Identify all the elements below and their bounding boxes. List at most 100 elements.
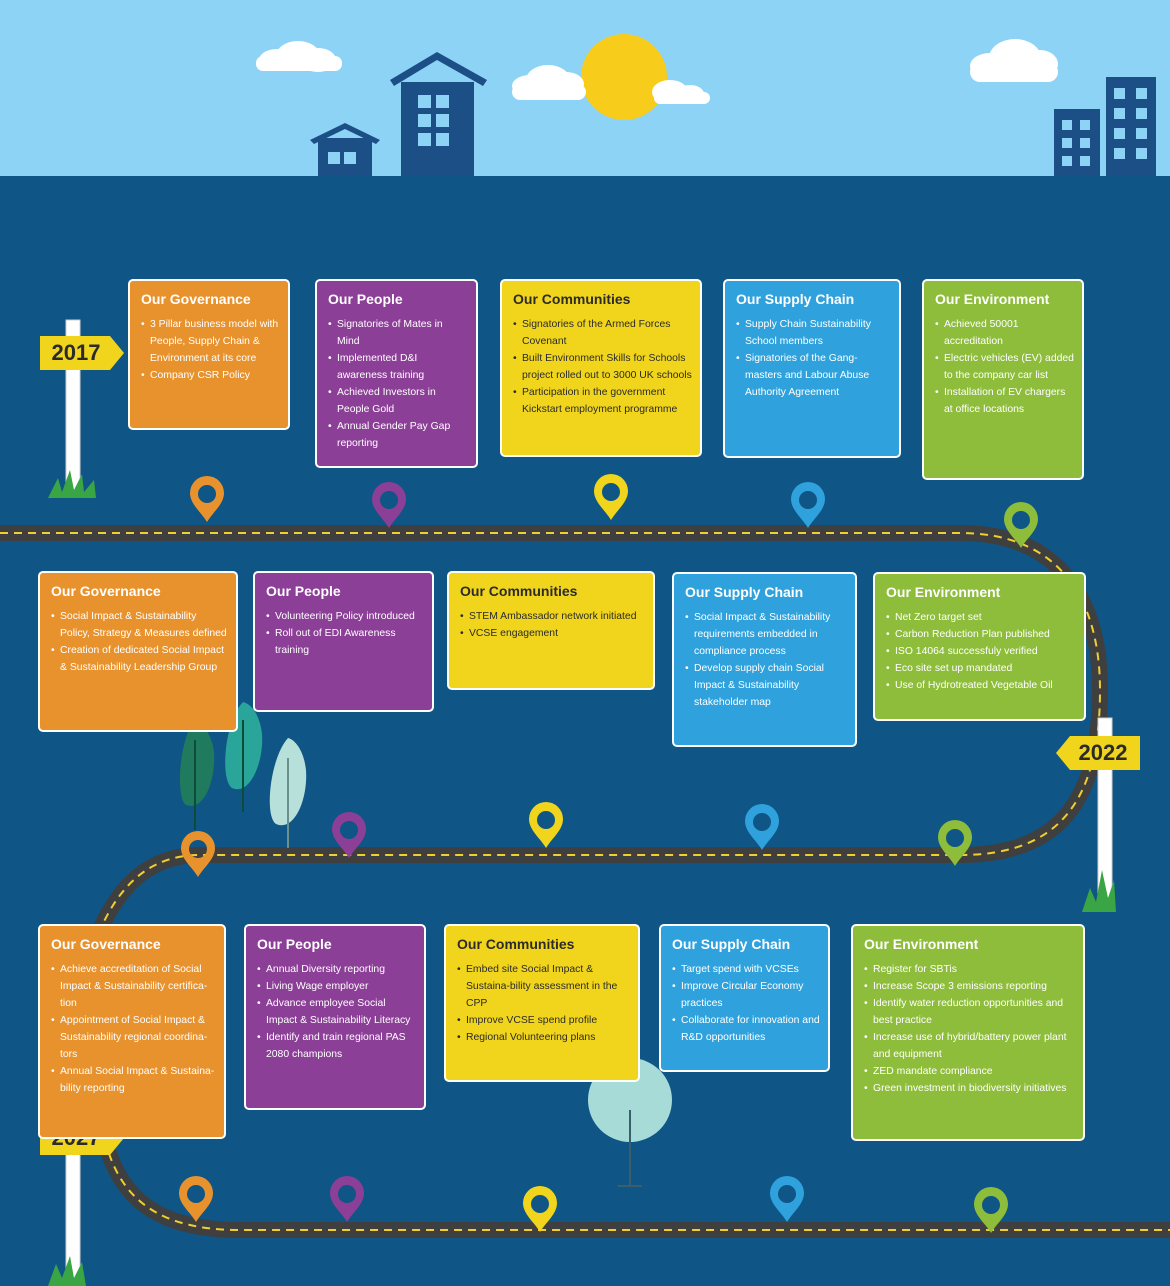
- location-pin-icon: [770, 1176, 804, 1222]
- office-building-icon: [1054, 109, 1100, 176]
- location-pin-icon: [372, 482, 406, 528]
- location-pin-icon: [529, 802, 563, 848]
- list-item: Achieved Investors in People Gold: [328, 384, 468, 418]
- list-item: STEM Ambassador network initiated: [460, 608, 645, 625]
- card-list: Signatories of the Armed Forces Covenant…: [513, 316, 692, 418]
- list-item: Increase Scope 3 emissions reporting: [864, 978, 1075, 995]
- card-list: STEM Ambassador network initiated VCSE e…: [460, 608, 645, 642]
- location-pin-icon: [594, 474, 628, 520]
- list-item: ZED mandate compliance: [864, 1063, 1075, 1080]
- list-item: Carbon Reduction Plan published: [886, 626, 1076, 643]
- card-title: Our People: [328, 291, 403, 307]
- list-item: Social Impact & Sustainability requireme…: [685, 609, 847, 660]
- card-title: Our Communities: [457, 936, 575, 952]
- list-item: Signatories of Mates in Mind: [328, 316, 468, 350]
- list-item: Living Wage employer: [257, 978, 416, 995]
- card-list: Social Impact & Sustainability Policy, S…: [51, 608, 228, 676]
- list-item: Improve Circular Economy practices: [672, 978, 820, 1012]
- pin-group: [179, 474, 1038, 1233]
- list-item: Signatories of the Gang-masters and Labo…: [736, 350, 891, 401]
- list-item: Identify and train regional PAS 2080 cha…: [257, 1029, 416, 1063]
- card-title: Our Environment: [864, 936, 979, 952]
- list-item: Signatories of the Armed Forces Covenant: [513, 316, 692, 350]
- house-icon: [310, 123, 380, 176]
- year-sign: [1056, 736, 1140, 770]
- list-item: Increase use of hybrid/battery power pla…: [864, 1029, 1075, 1063]
- card-title: Our Supply Chain: [685, 584, 804, 600]
- location-pin-icon: [791, 482, 825, 528]
- card-title: Our Governance: [141, 291, 251, 307]
- card-list: Annual Diversity reporting Living Wage e…: [257, 961, 416, 1063]
- tree-icon: [269, 738, 307, 848]
- tree-icon: [179, 720, 215, 830]
- list-item: Roll out of EDI Awareness training: [266, 625, 424, 659]
- card-2017-communities: Our Communities Signatories of the Armed…: [500, 279, 702, 457]
- list-item: Register for SBTis: [864, 961, 1075, 978]
- list-item: Appointment of Social Impact & Sustainab…: [51, 1012, 216, 1063]
- card-2027-people: Our People Annual Diversity reporting Li…: [244, 924, 426, 1110]
- house-icon: [390, 52, 487, 176]
- list-item: Embed site Social Impact & Sustaina-bili…: [457, 961, 630, 1012]
- card-title: Our People: [257, 936, 332, 952]
- list-item: Supply Chain Sustainability School membe…: [736, 316, 891, 350]
- card-list: Signatories of Mates in Mind Implemented…: [328, 316, 468, 452]
- grass-icon: [48, 470, 1116, 1286]
- road-centerline: [0, 532, 1102, 931]
- card-title: Our Communities: [460, 583, 578, 599]
- list-item: Use of Hydrotreated Vegetable Oil: [886, 677, 1076, 694]
- location-pin-icon: [974, 1187, 1008, 1233]
- list-item: Develop supply chain Social Impact & Sus…: [685, 660, 847, 711]
- list-item: Implemented D&I awareness training: [328, 350, 468, 384]
- year-label-2022: 2022: [1078, 740, 1128, 765]
- sun-icon: [581, 34, 667, 120]
- list-item: Achieved 50001 accreditation: [935, 316, 1074, 350]
- card-list: Achieved 50001 accreditation Electric ve…: [935, 316, 1074, 418]
- card-title: Our Environment: [935, 291, 1050, 307]
- list-item: Green investment in biodiversity initiat…: [864, 1080, 1075, 1097]
- card-list: Net Zero target set Carbon Reduction Pla…: [886, 609, 1076, 694]
- list-item: Collaborate for innovation and R&D oppor…: [672, 1012, 820, 1046]
- cloud-icon: [256, 41, 342, 72]
- list-item: Built Environment Skills for Schools pro…: [513, 350, 692, 384]
- card-2022-communities: Our Communities STEM Ambassador network …: [447, 571, 655, 690]
- location-pin-icon: [1004, 502, 1038, 548]
- list-item: Volunteering Policy introduced: [266, 608, 424, 625]
- list-item: Identify water reduction opportunities a…: [864, 995, 1075, 1029]
- card-list: Target spend with VCSEs Improve Circular…: [672, 961, 820, 1046]
- office-building-icon: [1106, 77, 1156, 176]
- location-pin-icon: [330, 1176, 364, 1222]
- list-item: Eco site set up mandated: [886, 660, 1076, 677]
- list-item: Electric vehicles (EV) added to the comp…: [935, 350, 1074, 384]
- card-list: Embed site Social Impact & Sustaina-bili…: [457, 961, 630, 1046]
- card-title: Our Supply Chain: [672, 936, 791, 952]
- list-item: Social Impact & Sustainability Policy, S…: [51, 608, 228, 642]
- card-2022-governance: Our Governance Social Impact & Sustainab…: [38, 571, 238, 732]
- list-item: Installation of EV chargers at office lo…: [935, 384, 1074, 418]
- year-sign: [40, 336, 124, 370]
- cloud-icon: [512, 65, 586, 100]
- card-list: Social Impact & Sustainability requireme…: [685, 609, 847, 711]
- card-list: Volunteering Policy introduced Roll out …: [266, 608, 424, 659]
- card-list: Supply Chain Sustainability School membe…: [736, 316, 891, 401]
- card-2027-supply-chain: Our Supply Chain Target spend with VCSEs…: [659, 924, 830, 1072]
- location-pin-icon: [938, 820, 972, 866]
- card-title: Our Environment: [886, 584, 1001, 600]
- list-item: VCSE engagement: [460, 625, 645, 642]
- card-title: Our Communities: [513, 291, 631, 307]
- list-item: Creation of dedicated Social Impact & Su…: [51, 642, 228, 676]
- list-item: 3 Pillar business model with People, Sup…: [141, 316, 280, 367]
- list-item: Participation in the government Kickstar…: [513, 384, 692, 418]
- card-2017-people: Our People Signatories of Mates in Mind …: [315, 279, 478, 468]
- list-item: Achieve accreditation of Social Impact &…: [51, 961, 216, 1012]
- card-title: Our People: [266, 583, 341, 599]
- year-label-2017: 2017: [51, 340, 101, 365]
- card-2027-governance: Our Governance Achieve accreditation of …: [38, 924, 226, 1139]
- list-item: Annual Social Impact & Sustaina-bility r…: [51, 1063, 216, 1097]
- list-item: Annual Gender Pay Gap reporting: [328, 418, 468, 452]
- card-title: Our Supply Chain: [736, 291, 855, 307]
- list-item: ISO 14064 successfuly verified: [886, 643, 1076, 660]
- list-item: Regional Volunteering plans: [457, 1029, 630, 1046]
- cloud-icon: [652, 80, 710, 104]
- list-item: Net Zero target set: [886, 609, 1076, 626]
